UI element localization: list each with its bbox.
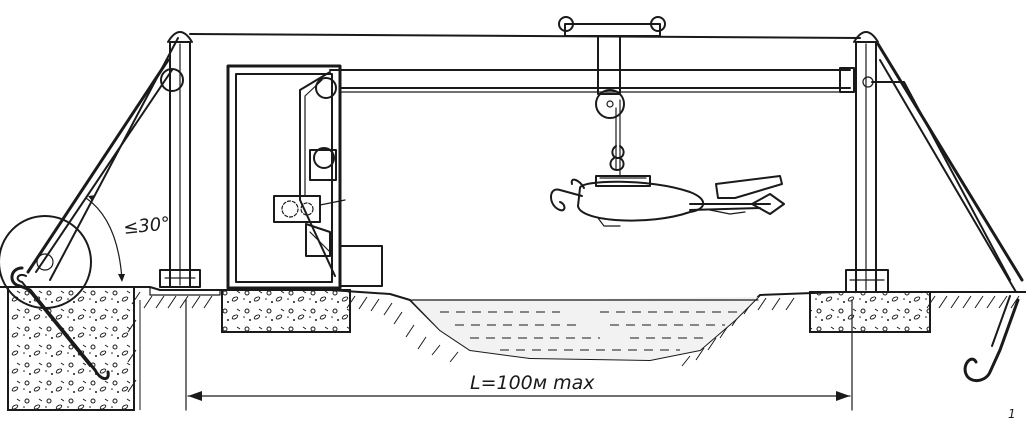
left-footing <box>221 289 351 333</box>
water-basin <box>411 297 759 360</box>
operator-cabin <box>226 64 383 290</box>
dimension-extension-lines <box>185 299 853 411</box>
right-mast <box>845 31 889 293</box>
right-footing <box>809 291 931 333</box>
track-beam <box>329 67 855 93</box>
right-guy-ropes <box>871 42 1024 293</box>
left-guy-ropes <box>26 37 179 281</box>
corner-mark: 1 <box>1008 407 1016 421</box>
right-anchor-hook <box>963 295 1020 382</box>
angle-label: ≤30° <box>122 213 171 239</box>
hoist-pulley <box>595 89 625 177</box>
distance-label: L=100м max <box>470 372 595 394</box>
angle-indicator <box>85 195 125 282</box>
left-anchor-hook <box>10 266 110 380</box>
dimension-line <box>187 391 851 401</box>
top-cable <box>189 33 861 39</box>
test-model <box>550 175 785 227</box>
left-mast <box>159 31 201 288</box>
trolley-carriage <box>558 16 666 95</box>
left-anchor-block <box>7 286 135 411</box>
